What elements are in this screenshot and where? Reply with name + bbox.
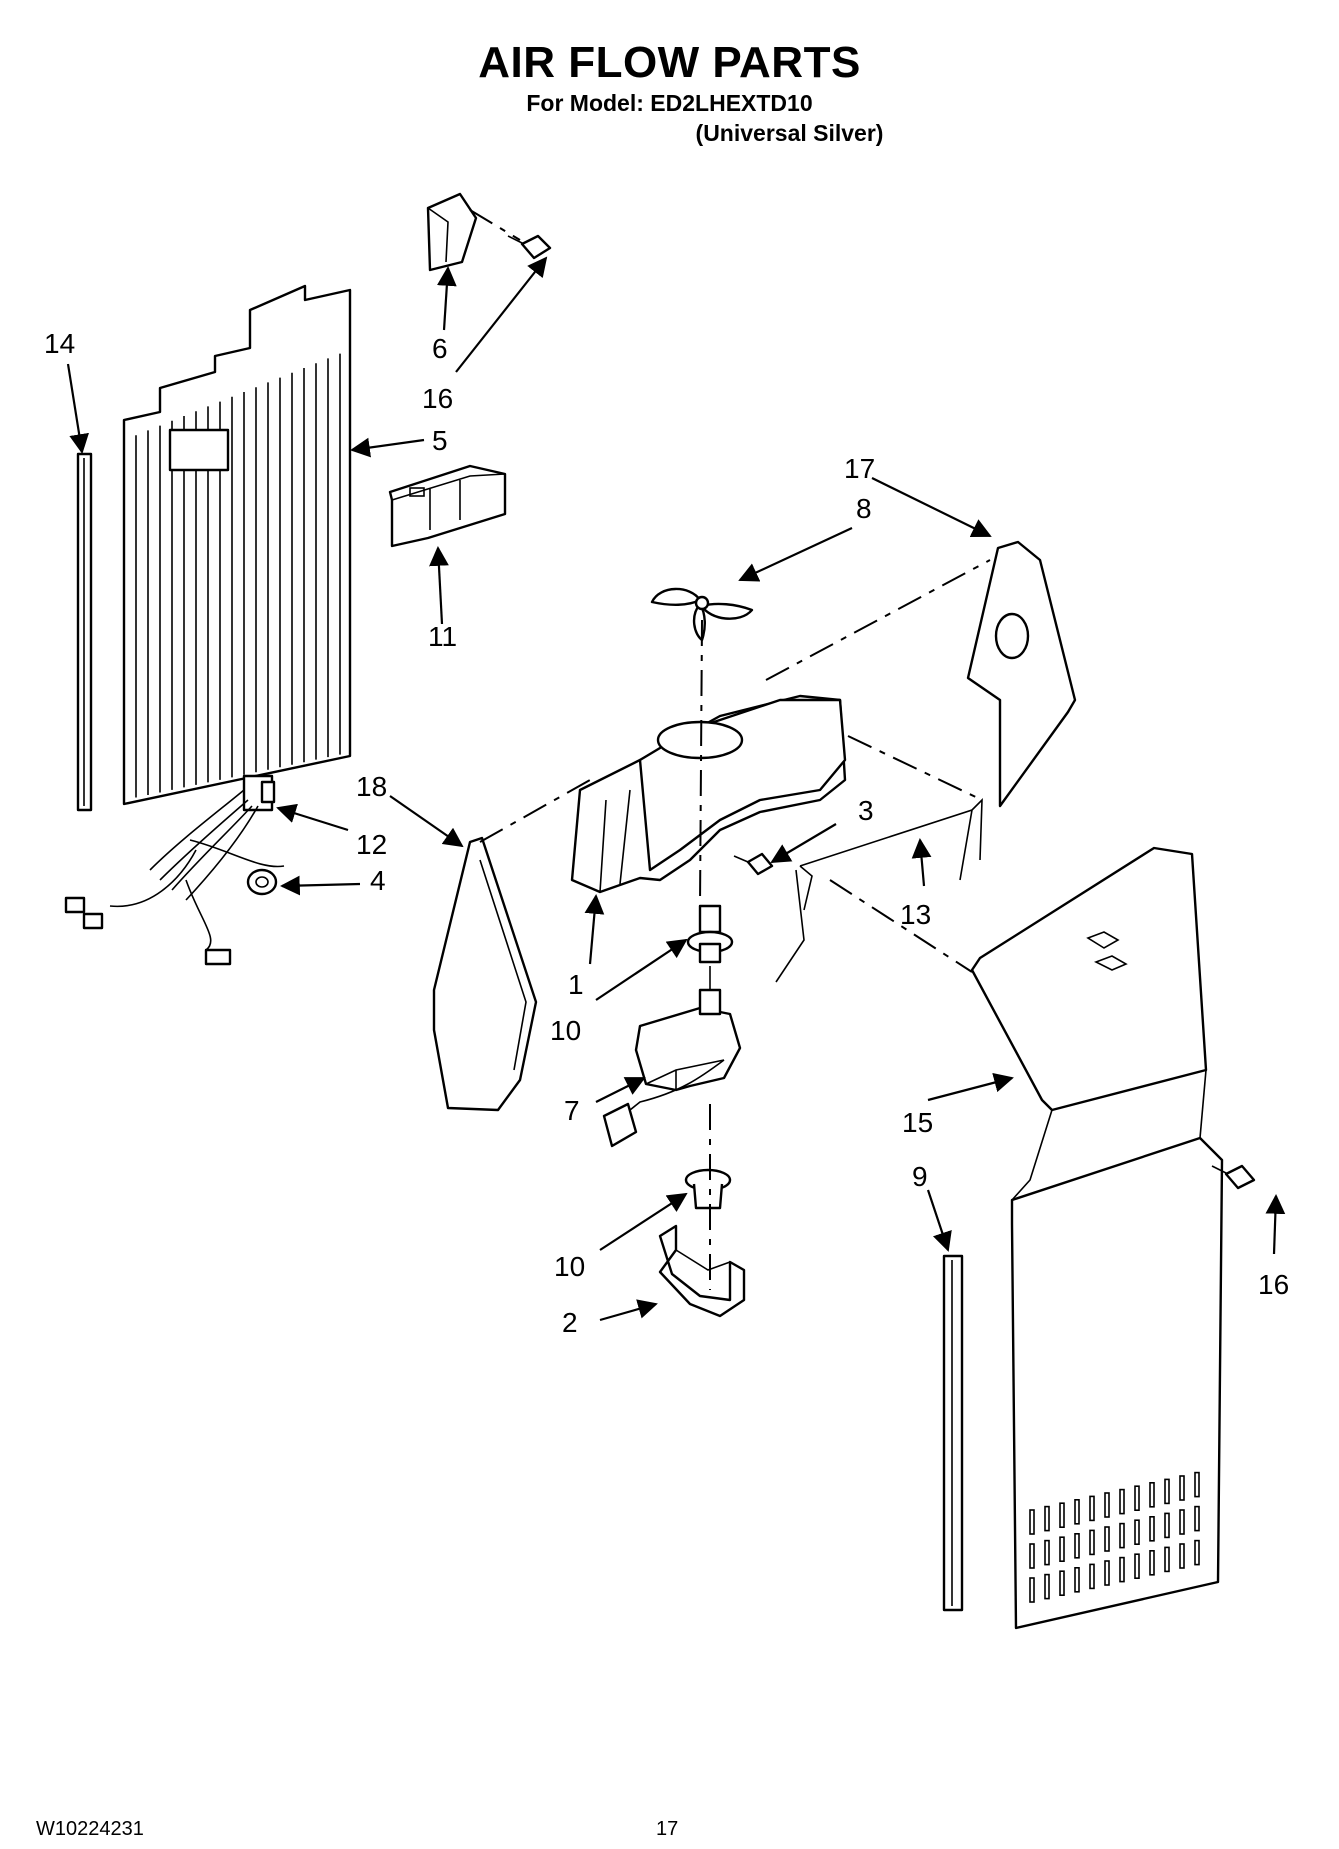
callout-5: 5 (432, 425, 448, 456)
callout-10-upper: 10 (550, 1015, 581, 1046)
part-15-freezer-cover (970, 846, 1224, 1630)
callout-7: 7 (564, 1095, 580, 1126)
callout-10-lower: 10 (554, 1251, 585, 1282)
callout-9: 9 (912, 1161, 928, 1192)
part-18-duct-panel (432, 836, 538, 1112)
callout-2: 2 (562, 1307, 578, 1338)
callout-1: 1 (568, 969, 584, 1000)
page-title: AIR FLOW PARTS (478, 38, 861, 87)
part-5-evaporator-cover (122, 284, 352, 806)
part-2-motor-bracket (658, 1224, 746, 1318)
callout-18: 18 (356, 771, 387, 802)
part-3-screw (733, 852, 774, 876)
leader-lines (66, 256, 1286, 1322)
part-10-grommet-lower (684, 1168, 732, 1210)
part-16-screw-right (1211, 1164, 1256, 1190)
color-variant: (Universal Silver) (695, 120, 884, 146)
callout-16-right: 16 (1258, 1269, 1289, 1300)
callout-15: 15 (902, 1107, 933, 1138)
callout-3: 3 (858, 795, 874, 826)
part-16-screw-top (469, 209, 552, 260)
callout-17: 17 (844, 453, 875, 484)
part-14-gasket-strip (76, 452, 93, 812)
document-number: W10224231 (36, 1818, 144, 1840)
callout-labels: 14 5 6 16 11 17 8 18 12 4 3 13 1 10 7 15… (44, 328, 1289, 1338)
callout-13: 13 (900, 899, 931, 930)
part-6-cover-piece (426, 192, 478, 272)
part-7-fan-motor (602, 966, 742, 1148)
page-number: 17 (656, 1818, 679, 1840)
model-number: For Model: ED2LHEXTD10 (526, 90, 813, 116)
callout-16-top: 16 (422, 383, 453, 414)
part-17-duct-panel (966, 540, 1077, 808)
part-9-gasket-strip (942, 1254, 964, 1612)
callout-8: 8 (856, 493, 872, 524)
part-1-fan-housing (570, 694, 847, 894)
assembly-lines (479, 559, 991, 1290)
part-11-bracket (388, 464, 507, 548)
callout-12: 12 (356, 829, 387, 860)
part-12-wire-harness (64, 774, 285, 966)
callout-4: 4 (370, 865, 386, 896)
callout-11: 11 (428, 621, 457, 652)
callout-6: 6 (432, 333, 448, 364)
callout-14: 14 (44, 328, 75, 359)
part-10-grommet-upper (686, 904, 734, 964)
part-4-grommet (246, 868, 278, 896)
part-13-clip-bracket (775, 798, 983, 983)
